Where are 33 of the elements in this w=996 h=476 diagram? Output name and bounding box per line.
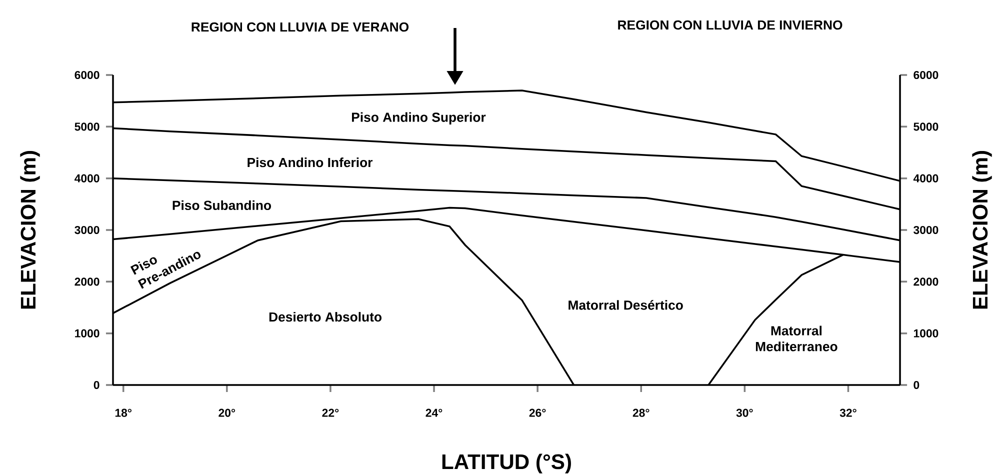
annotation: Desierto Absoluto	[269, 312, 382, 322]
x-tick-label: 26°	[529, 408, 546, 417]
x-tick-label: 20°	[218, 408, 236, 417]
x-tick-label: 28°	[632, 408, 650, 417]
x-tick-label: 30°	[736, 408, 753, 417]
y-tick-label: 6000	[74, 70, 100, 80]
label: 6000	[914, 70, 938, 80]
x-axis-title: LATITUD (°S)	[442, 454, 571, 474]
y-tick-label: 1000	[75, 329, 100, 338]
label: 3000	[914, 226, 938, 234]
y-tick-label: 3000	[74, 226, 100, 234]
annotation: Matorral Mediterraneo	[756, 326, 838, 352]
x-tick-label: 18°	[115, 408, 132, 417]
annotation: Piso Subandino	[172, 200, 271, 210]
annotation: Matorral Desértico	[568, 300, 683, 310]
annotation: Piso Andino Inferior	[248, 157, 373, 168]
y-tick-label: 0	[94, 380, 100, 390]
axis-label: ELEVACION (m)	[20, 151, 40, 309]
y-tick-label: 4000	[74, 174, 100, 182]
label: 1000	[914, 329, 938, 338]
label: 4000	[913, 174, 938, 182]
x-tick-label: 24°	[426, 408, 442, 417]
x-tick-label: 22°	[322, 408, 339, 417]
region-label: REGION CON LLUVIA DE INVIERNO	[618, 20, 842, 30]
axis-label: ELEVACION (m)	[972, 151, 992, 309]
region-label: REGION CON LLUVIA DE VERANO	[192, 22, 409, 32]
x-tick-label: 32°	[840, 408, 856, 417]
y-tick-label: 5000	[74, 122, 100, 131]
annotation: Piso Andino Superior	[352, 112, 486, 125]
label: 0	[914, 380, 920, 390]
label: 2000	[914, 278, 938, 286]
y-tick-label: 2000	[74, 278, 100, 286]
label: 5000	[914, 122, 938, 131]
